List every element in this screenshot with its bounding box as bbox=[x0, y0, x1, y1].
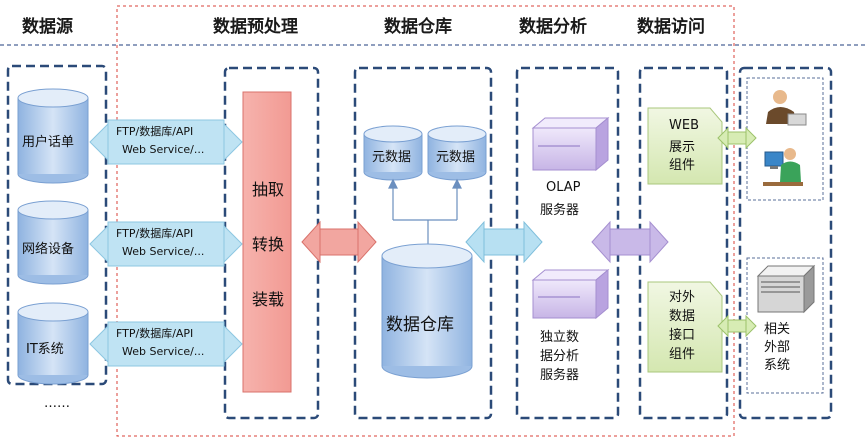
metadata-label-2: 元数据 bbox=[436, 150, 476, 165]
etl-to-warehouse-arrow bbox=[301, 220, 377, 264]
external-label-3: 系统 bbox=[764, 358, 791, 373]
olap-label-2: 服务器 bbox=[540, 203, 580, 218]
interface-label-4: 组件 bbox=[669, 347, 696, 362]
etl-block bbox=[242, 91, 292, 393]
header-warehouse: 数据仓库 bbox=[384, 17, 452, 37]
interface-to-system-arrow bbox=[717, 314, 757, 338]
source-more: …… bbox=[44, 396, 70, 411]
web-component-label-3: 组件 bbox=[669, 158, 696, 173]
metadata-label-1: 元数据 bbox=[372, 150, 412, 165]
source-arrow-3-line1: FTP/数据库/API bbox=[116, 327, 194, 340]
external-label-2: 外部 bbox=[764, 340, 791, 355]
warehouse-label: 数据仓库 bbox=[386, 315, 454, 335]
web-component-shape bbox=[647, 107, 723, 185]
source-arrow-3 bbox=[89, 321, 243, 367]
interface-label-3: 接口 bbox=[669, 328, 696, 343]
source-cylinder-1 bbox=[17, 88, 89, 184]
analysis-to-access-arrow bbox=[591, 220, 669, 264]
external-system-subbox bbox=[746, 257, 824, 394]
processing-region-outline bbox=[116, 5, 735, 437]
source-arrow-1-line2: Web Service/... bbox=[122, 143, 205, 156]
web-component-label-1: WEB bbox=[669, 118, 699, 133]
source-label-3: IT系统 bbox=[26, 342, 64, 357]
warehouse-to-analysis-arrow bbox=[465, 220, 543, 264]
analysis-label-1: 独立数 bbox=[540, 330, 580, 345]
etl-load: 装载 bbox=[252, 290, 285, 309]
source-label-1: 用户话单 bbox=[22, 135, 75, 150]
header-source: 数据源 bbox=[22, 17, 73, 37]
metadata-cylinder-2 bbox=[427, 125, 487, 181]
web-to-user-arrow bbox=[717, 126, 757, 150]
header-preprocess: 数据预处理 bbox=[213, 17, 298, 37]
source-arrow-1-line1: FTP/数据库/API bbox=[116, 125, 194, 138]
web-component-label-2: 展示 bbox=[669, 140, 696, 155]
source-arrow-2-line2: Web Service/... bbox=[122, 245, 205, 258]
analysis-label-3: 服务器 bbox=[540, 368, 580, 383]
source-cylinder-3 bbox=[17, 302, 89, 385]
interface-component-shape bbox=[647, 281, 723, 373]
analysis-server-icon bbox=[531, 268, 610, 320]
source-cylinder-2 bbox=[17, 200, 89, 285]
header-analysis: 数据分析 bbox=[519, 17, 587, 37]
olap-label-1: OLAP bbox=[546, 180, 581, 195]
header-access: 数据访问 bbox=[637, 17, 705, 37]
interface-label-1: 对外 bbox=[669, 290, 696, 305]
etl-transform: 转换 bbox=[252, 235, 285, 254]
source-arrow-2-line1: FTP/数据库/API bbox=[116, 227, 194, 240]
warehouse-cylinder bbox=[381, 243, 473, 379]
source-label-2: 网络设备 bbox=[22, 242, 75, 257]
source-arrow-2 bbox=[89, 221, 243, 267]
source-section-box bbox=[6, 64, 108, 386]
olap-server-icon bbox=[531, 116, 610, 172]
user-person-icon bbox=[766, 90, 807, 126]
external-section-box bbox=[738, 66, 833, 420]
external-label-1: 相关 bbox=[764, 322, 791, 337]
interface-label-2: 数据 bbox=[669, 309, 696, 324]
external-server-icon bbox=[756, 264, 816, 314]
analysis-label-2: 据分析 bbox=[540, 349, 580, 364]
source-arrow-3-line2: Web Service/... bbox=[122, 345, 205, 358]
source-arrow-1 bbox=[89, 119, 243, 165]
user-computer-icon bbox=[763, 148, 803, 186]
metadata-cylinder-1 bbox=[363, 125, 423, 181]
etl-extract: 抽取 bbox=[252, 180, 285, 199]
